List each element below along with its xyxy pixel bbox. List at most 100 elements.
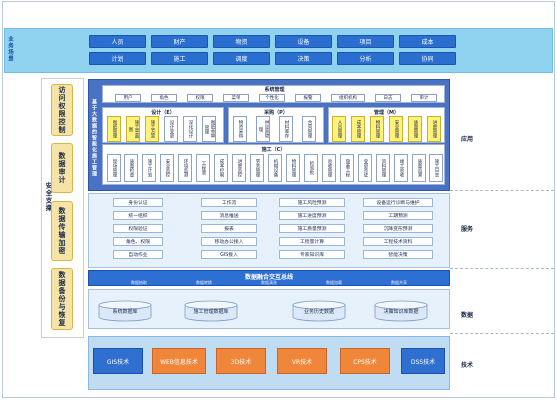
application-layer-label: 应用 bbox=[461, 136, 474, 143]
construction-tile: 检验批 bbox=[304, 154, 318, 182]
tech-item: CPS技术 bbox=[340, 348, 390, 374]
security-box: 访问权限控制 bbox=[51, 84, 73, 136]
sys-item: 组织机构 bbox=[331, 94, 365, 102]
biz-item: 协同 bbox=[399, 52, 456, 65]
construction-tile: 变更签证 bbox=[358, 154, 372, 182]
database-cylinder: 施工管理数据库 bbox=[183, 300, 239, 322]
layer-divider bbox=[450, 333, 554, 334]
procurement-tile: 材料库存 bbox=[279, 116, 293, 142]
construction-tile: 工程量 bbox=[196, 154, 210, 182]
tech-item: WEB信息技术 bbox=[152, 348, 206, 374]
sys-item: 权限 bbox=[187, 94, 213, 102]
construction-group-title: 施工（C） bbox=[261, 147, 286, 153]
tech-item: GIS技术 bbox=[93, 348, 143, 374]
database-icon bbox=[98, 300, 152, 322]
service-item: 设备运行诊断与维护 bbox=[363, 198, 433, 207]
service-item: 施工进度预测 bbox=[279, 211, 345, 220]
biz-item: 施工 bbox=[151, 52, 208, 65]
database-icon bbox=[292, 300, 346, 322]
data-layer-label: 数据 bbox=[461, 312, 474, 319]
management-tile: 成本管理 bbox=[351, 116, 365, 142]
biz-item: 物资 bbox=[213, 35, 270, 48]
construction-group: 施工（C） 现场管理 质量检查 施工计划 安全监控 环境监测 工程量 成本控制 … bbox=[102, 144, 445, 185]
service-item: 移动办公接入 bbox=[201, 237, 257, 246]
management-tile: 人员管理 bbox=[332, 116, 346, 142]
layer-divider bbox=[450, 268, 554, 269]
service-item: 工程技术资料 bbox=[363, 237, 433, 246]
layer-divider bbox=[450, 190, 554, 191]
service-item: 消息推送 bbox=[201, 211, 257, 220]
biz-item: 人员 bbox=[89, 35, 146, 48]
design-tile: 设计变更 bbox=[164, 116, 178, 142]
construction-tile: 质量检查 bbox=[124, 154, 138, 182]
construction-tile: 进度监控 bbox=[232, 154, 246, 182]
design-tile: 施工平面图 bbox=[126, 116, 140, 142]
service-item: 权限验证 bbox=[113, 224, 163, 233]
business-scene-label: 业务场景 bbox=[7, 36, 13, 62]
construction-tile: 物料管理 bbox=[286, 154, 300, 182]
service-item: 施工风险预测 bbox=[279, 198, 345, 207]
management-tile: 质量管理 bbox=[408, 116, 422, 142]
service-item: 工程量计算 bbox=[279, 237, 345, 246]
technology-layer-label: 技术 bbox=[461, 362, 474, 369]
security-box: 数据备份与恢复 bbox=[51, 268, 73, 330]
database-cylinder: 决策知识库数据 bbox=[373, 300, 429, 322]
service-item: 智能决策 bbox=[363, 250, 433, 259]
service-item: 工作流 bbox=[201, 198, 257, 207]
service-layer-label: 服务 bbox=[461, 226, 474, 233]
database-icon bbox=[184, 300, 238, 322]
management-tile: 进度管理 bbox=[427, 116, 441, 142]
construction-tile: 质量追溯 bbox=[412, 154, 426, 182]
construction-tile: 成本控制 bbox=[214, 154, 228, 182]
service-item: 自动作业 bbox=[113, 250, 163, 259]
design-tile: 施工方案 bbox=[145, 116, 159, 142]
procurement-tile: 物资采购 bbox=[233, 116, 247, 142]
management-group: 管理（M） 人员管理 成本管理 物料管理 安全管理 质量管理 进度管理 bbox=[328, 107, 445, 143]
biz-item: 设备 bbox=[275, 35, 332, 48]
biz-item: 分析 bbox=[337, 52, 394, 65]
system-management-title: 系统管理 bbox=[264, 87, 285, 93]
service-item: 报表 bbox=[201, 224, 257, 233]
bus-item: 数据抽取 bbox=[131, 280, 147, 285]
biz-item: 财产 bbox=[151, 35, 208, 48]
design-group: 设计（E） 图纸管理 施工平面图 施工方案 设计变更 深化设计 图纸会审管理 bbox=[102, 107, 224, 143]
biz-item: 项目 bbox=[337, 35, 394, 48]
management-group-title: 管理（M） bbox=[374, 110, 399, 116]
construction-tile: 安全监控 bbox=[160, 154, 174, 182]
procurement-group: 采购（P） 物资采购 供应商管理 材料库存 合同管理 bbox=[228, 107, 324, 143]
service-item: 施工质量预测 bbox=[279, 224, 345, 233]
design-group-title: 设计（E） bbox=[151, 110, 175, 116]
construction-tile: 隐蔽工程 bbox=[340, 154, 354, 182]
service-item: 沉降变形预测 bbox=[363, 224, 433, 233]
biz-item: 计划 bbox=[89, 52, 146, 65]
biz-item: 成本 bbox=[399, 35, 456, 48]
bus-item: 数据清洗 bbox=[261, 280, 277, 285]
sys-item: 用户 bbox=[115, 94, 141, 102]
service-item: 统一组织 bbox=[113, 211, 163, 220]
database-cylinder: 业务历史数据 bbox=[291, 300, 347, 322]
management-tile: 物料管理 bbox=[370, 116, 384, 142]
tech-item: DSS技术 bbox=[401, 348, 445, 374]
construction-tile: 竣工验收 bbox=[394, 154, 408, 182]
service-item: GIS接入 bbox=[201, 250, 257, 259]
sys-item: 审计 bbox=[411, 94, 437, 102]
sys-item: 角色 bbox=[151, 94, 177, 102]
tech-item: VR技术 bbox=[277, 348, 327, 374]
service-item: 专家知识库 bbox=[279, 250, 345, 259]
sys-item: 菜单 bbox=[223, 94, 249, 102]
procurement-tile: 合同管理 bbox=[302, 116, 316, 142]
construction-tile: 劳务管理 bbox=[250, 154, 264, 182]
construction-tile: 环境监测 bbox=[178, 154, 192, 182]
bus-item: 数据共享 bbox=[391, 280, 407, 285]
sys-item: 报警 bbox=[295, 94, 321, 102]
management-tile: 安全管理 bbox=[389, 116, 403, 142]
bus-item: 数据加载 bbox=[326, 280, 342, 285]
database-icon bbox=[374, 300, 428, 322]
sys-item: 日志 bbox=[375, 94, 401, 102]
security-box: 数据传输加密 bbox=[51, 201, 73, 261]
construction-tile: 施工计划 bbox=[142, 154, 156, 182]
design-tile: 深化设计 bbox=[183, 116, 197, 142]
security-support-label: 安全支撑 bbox=[44, 182, 52, 212]
system-management-panel: 系统管理 用户 角色 权限 菜单 个性化 报警 组织机构 日志 审计 bbox=[102, 85, 445, 103]
application-side-label: 基于大数据的智能化施工管理 bbox=[91, 99, 97, 177]
